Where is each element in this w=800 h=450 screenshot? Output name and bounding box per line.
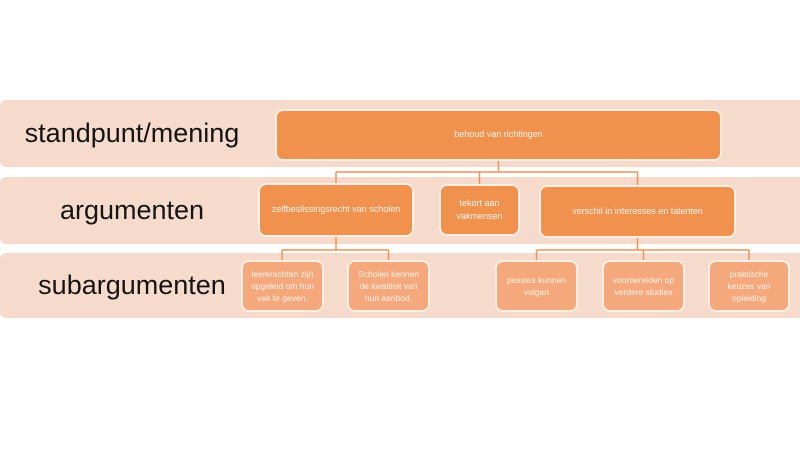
argument-node-2: tekort aan vakmensen [439, 184, 520, 236]
subargument-node-1: leerkrachten zijn opgeleid om hun vak te… [241, 260, 324, 312]
argument-node-3: verschil in interesses en talenten [539, 185, 736, 238]
subargument-node-5: praktische keuzes van opleiding [708, 260, 790, 312]
row-label-argumenten: argumenten [59, 195, 205, 225]
row-label-subargumenten: subargumenten [38, 270, 226, 300]
row-label-standpunt: standpunt/mening [24, 118, 240, 148]
subargument-node-3: passies kunnen volgen [495, 260, 578, 312]
root-node: behoud van richtingen [275, 109, 722, 161]
subargument-node-4: voorbereiden op verdere studies [602, 260, 685, 312]
subargument-node-2: Scholen kennen de kwaliteit van hun aanb… [347, 260, 430, 312]
argument-node-1: zelfbeslissingsrecht van scholen [258, 183, 414, 237]
